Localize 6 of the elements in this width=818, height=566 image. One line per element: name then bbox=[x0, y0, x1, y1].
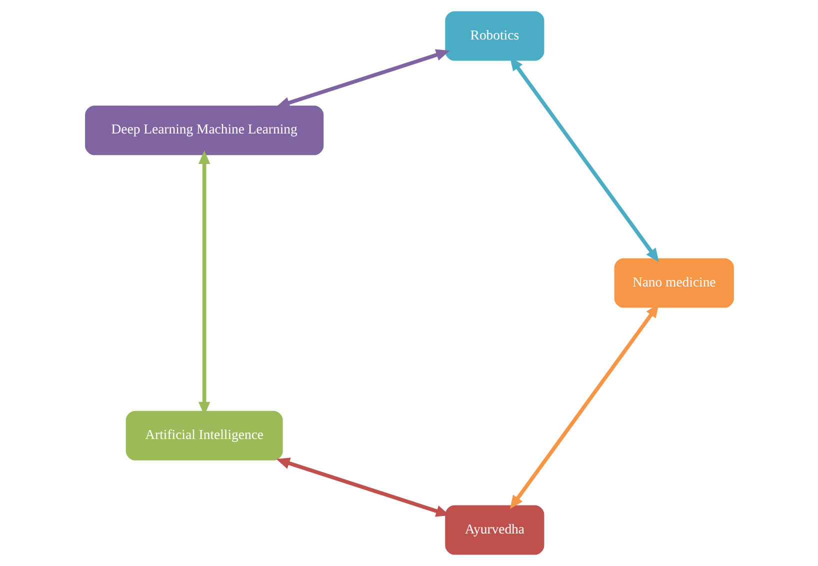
node-box: Ayurvedha bbox=[444, 505, 544, 555]
node-box: Artificial Intelligence bbox=[125, 410, 282, 460]
arrow bbox=[276, 49, 450, 108]
node-box: Robotics bbox=[444, 11, 544, 61]
node-box: Deep Learning Machine Learning bbox=[84, 106, 324, 156]
node-box: Nano medicine bbox=[614, 258, 734, 308]
